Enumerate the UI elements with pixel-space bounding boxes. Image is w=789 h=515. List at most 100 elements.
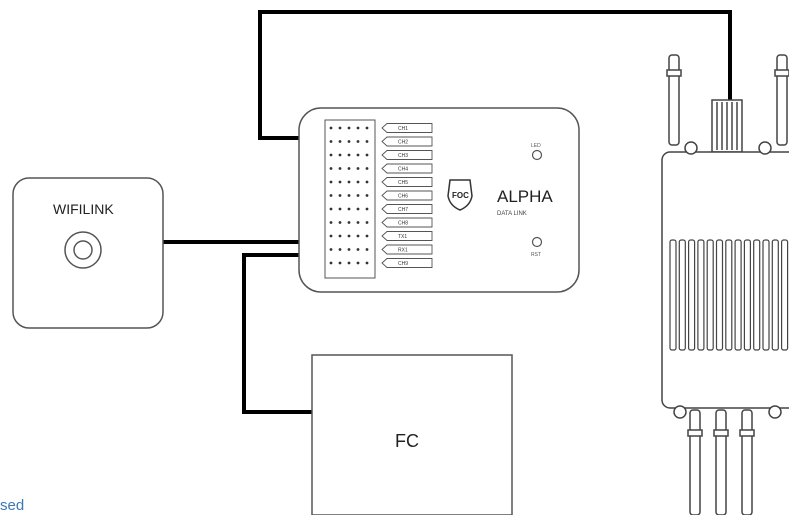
esc-module <box>661 54 789 515</box>
pin-dot <box>329 194 333 197</box>
heatsink-fin <box>669 239 677 351</box>
pin-dot <box>365 248 369 251</box>
pin-dot <box>365 167 369 170</box>
pin-dot <box>329 140 333 143</box>
pin-dot <box>329 248 333 251</box>
pin-dot <box>347 221 351 224</box>
channel-label-text: CH2 <box>398 140 408 146</box>
pin-dot <box>347 234 351 238</box>
channel-label-text: CH5 <box>398 180 408 186</box>
pin-dot <box>329 180 333 184</box>
channel-label-tag <box>381 217 433 228</box>
channel-label-tag <box>381 136 433 147</box>
pin-dot <box>356 194 360 197</box>
pin-dot <box>338 140 342 143</box>
alpha-subtitle: DATA LINK <box>497 211 527 217</box>
pin-dot <box>338 153 342 157</box>
channel-label-tag <box>381 190 433 201</box>
heatsink-fin <box>715 239 724 351</box>
pin-dot <box>356 221 360 224</box>
pin-dot <box>329 126 333 130</box>
esc-screw-icon <box>684 141 698 155</box>
channel-label-tag <box>381 258 433 268</box>
pin-dot <box>338 180 342 184</box>
pin-dot <box>338 234 342 238</box>
pin-dot <box>365 126 369 130</box>
pin-dot <box>365 221 369 224</box>
channel-label-tag <box>381 244 433 255</box>
channel-label-tag <box>381 150 433 160</box>
pin-dot <box>356 180 360 184</box>
esc-motor-wires <box>687 409 755 515</box>
heatsink-fin <box>771 239 779 351</box>
channel-label-text: CH7 <box>398 207 408 213</box>
pin-dot <box>356 167 360 170</box>
esc-screw-icon <box>768 405 782 419</box>
pin-dot <box>365 234 369 238</box>
pin-dot <box>347 167 351 170</box>
caption-fragment: sed <box>0 497 25 514</box>
wifilink-label: WIFILINK <box>53 201 114 217</box>
pin-dot <box>347 180 351 184</box>
channel-label-tag <box>381 204 433 214</box>
pin-dot <box>365 140 369 143</box>
wire-fc <box>242 253 326 414</box>
pin-dot <box>338 248 342 251</box>
heatsink-fin <box>678 239 686 351</box>
pin-dot <box>365 180 369 184</box>
heatsink-fin <box>725 239 733 351</box>
wifilink-antenna-inner <box>73 240 93 260</box>
pin-dot <box>329 167 333 170</box>
channel-label-text: CH8 <box>398 221 408 227</box>
esc-screw-icon <box>673 405 687 419</box>
pin-dot <box>356 140 360 143</box>
pin-dot <box>356 261 360 265</box>
pin-dot <box>347 126 351 130</box>
led-label: LED <box>531 143 541 149</box>
esc-heatsink <box>669 239 789 351</box>
rst-button-icon <box>531 236 543 248</box>
pin-dot <box>329 261 333 265</box>
pin-dot <box>365 194 369 197</box>
pin-dot <box>347 207 351 211</box>
pin-dot <box>356 126 360 130</box>
pin-dot <box>347 194 351 197</box>
pin-dot <box>356 207 360 211</box>
channel-label-text: CH6 <box>398 194 408 200</box>
pin-dot <box>329 221 333 224</box>
led-icon <box>531 149 543 161</box>
pin-dot <box>338 167 342 170</box>
esc-screw-icon <box>758 141 772 155</box>
rst-label: RST <box>531 252 541 258</box>
pin-dot <box>338 207 342 211</box>
heatsink-fin <box>697 239 705 351</box>
wifilink-module: WIFILINK <box>12 177 164 329</box>
channel-label-text: CH1 <box>398 126 408 132</box>
pin-dots <box>329 126 369 265</box>
foc-logo-text: FOC <box>452 191 469 200</box>
pin-dot <box>329 153 333 157</box>
heatsink-fin <box>734 239 742 351</box>
channel-label-text: CH3 <box>398 153 408 159</box>
heatsink-fin <box>780 239 789 351</box>
channel-label-text: CH4 <box>398 167 408 173</box>
esc-signal-connector <box>711 99 743 153</box>
pin-dot <box>365 261 369 265</box>
heatsink-fin <box>753 239 761 351</box>
heatsink-fin <box>762 239 770 351</box>
pin-dot <box>338 221 342 224</box>
pin-dot <box>338 261 342 265</box>
pin-dot <box>347 261 351 265</box>
alpha-title: ALPHA <box>497 187 553 206</box>
foc-shield-icon: FOC <box>447 179 473 211</box>
pin-dot <box>338 126 342 130</box>
pin-dot <box>347 153 351 157</box>
wire-esc-signal <box>258 10 732 140</box>
heatsink-fin <box>743 239 752 351</box>
channel-label-tag <box>381 231 433 241</box>
pin-header <box>324 119 376 279</box>
channel-label-text: TX1 <box>398 234 407 240</box>
